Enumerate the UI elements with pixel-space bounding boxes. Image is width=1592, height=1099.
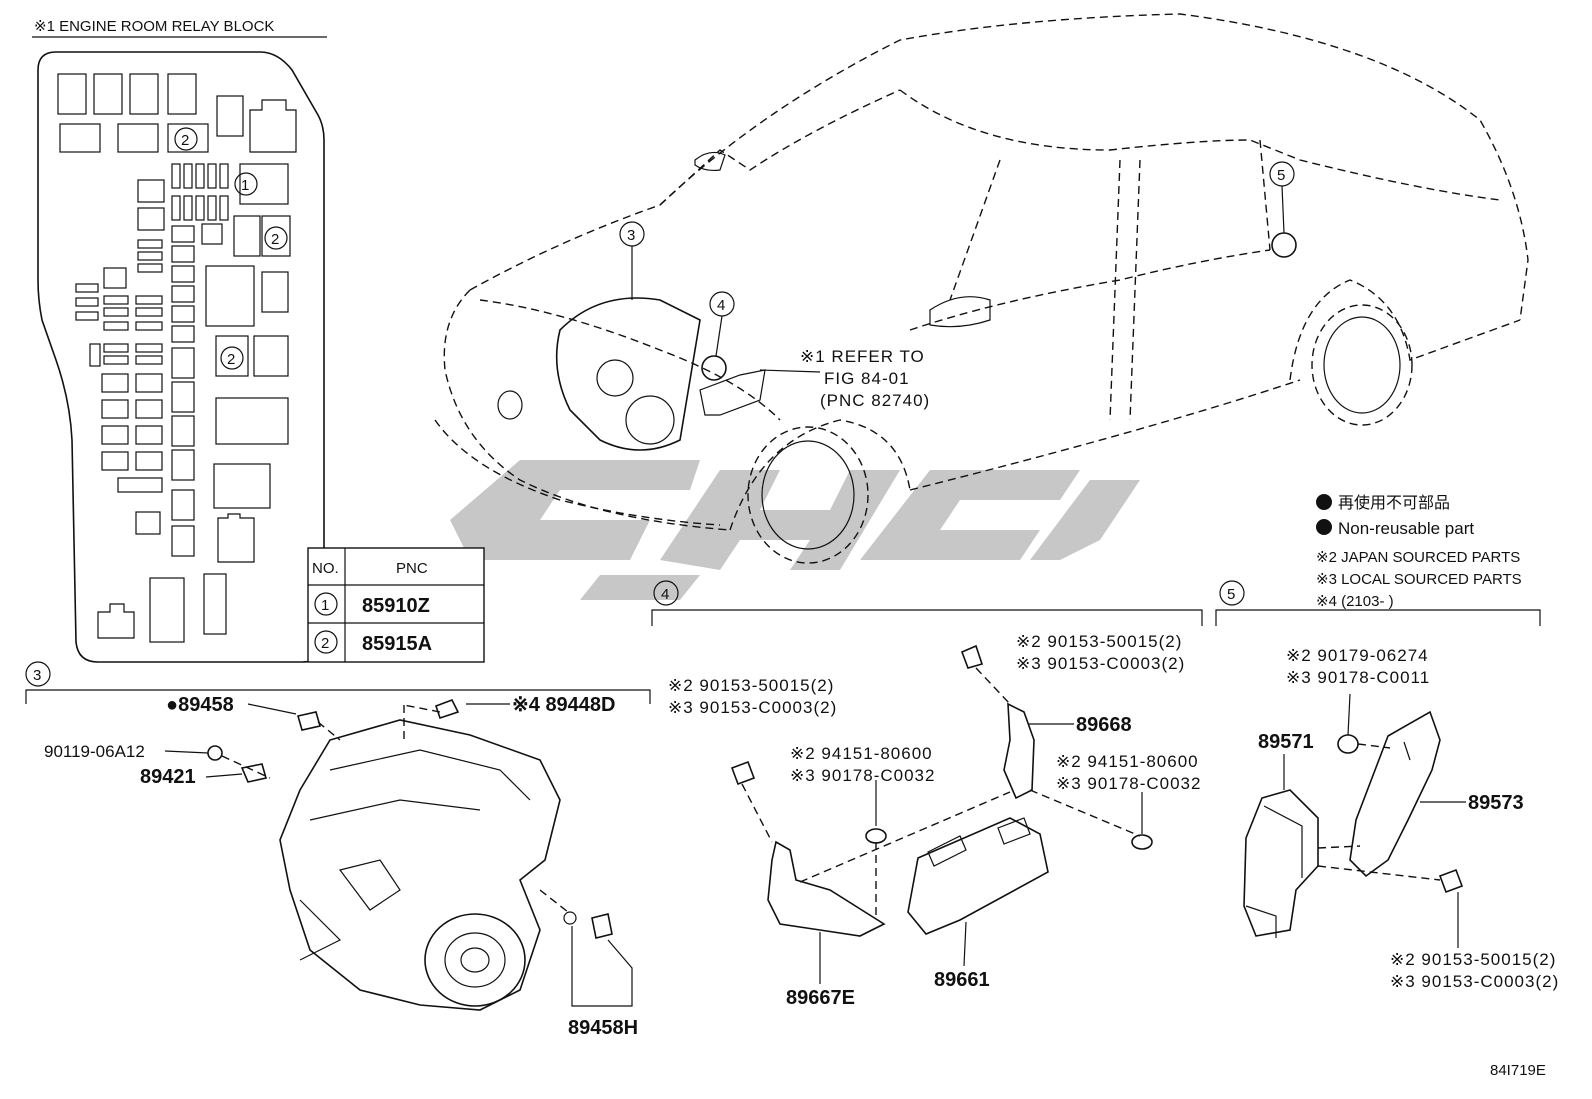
pnc-table-row2-pnc: 85915A: [362, 633, 432, 655]
bolt-left-label-2: ※2 90153-50015(2): [668, 676, 834, 695]
pnc-table-row2-no: 2: [321, 635, 329, 652]
pnc-table-row1-pnc: 85910Z: [362, 595, 430, 617]
part-89571-label: 89571: [1258, 731, 1314, 753]
section-5: 5 ※2 90179-06274 ※3 90178-C0011 89571 89…: [1215, 580, 1559, 991]
relay-block-section: ※1 ENGINE ROOM RELAY BLOCK: [32, 18, 327, 663]
nut-left-label-3: ※3 90178-C0032: [790, 766, 935, 785]
svg-text:2: 2: [181, 132, 189, 149]
non-reusable-dot-icon: [1316, 519, 1332, 535]
part-90119-label: 90119-06A12: [44, 742, 145, 761]
car-callout-4: 4: [709, 291, 735, 317]
watermark-logo: [450, 460, 1140, 600]
relay-block-title: ※1 ENGINE ROOM RELAY BLOCK: [34, 18, 274, 35]
ecu-89661: [907, 817, 1049, 935]
part-89661-label: 89661: [934, 969, 990, 991]
nut-top-label-3: ※3 90178-C0011: [1286, 668, 1430, 687]
svg-text:3: 3: [627, 227, 635, 244]
section-4-number: 4: [661, 586, 669, 603]
non-reusable-dot-icon: [1316, 494, 1332, 510]
relay-marker-2c: 2: [220, 346, 244, 370]
bracket-89667e: [767, 840, 886, 937]
bolt-top-label-3: ※3 90153-C0003(2): [1016, 654, 1185, 673]
nut-right: [1131, 834, 1153, 850]
car-illustration: 3 4 5 ※1 REFER TO FIG 84-01 (PNC 82740): [434, 13, 1529, 564]
nut-right-label-3: ※3 90178-C0032: [1056, 774, 1201, 793]
bolt-90119: [207, 745, 223, 761]
part-89448d-label: ※4 89448D: [512, 694, 616, 716]
nut-left-label-2: ※2 94151-80600: [790, 744, 933, 763]
svg-text:5: 5: [1277, 167, 1285, 184]
section-4: 4 ※2 90153-50015(2) ※3 90153-C0003(2) ※2…: [651, 580, 1203, 1009]
part-89458-label: ●89458: [166, 694, 234, 716]
bolt-top-label-2: ※2 90153-50015(2): [1016, 632, 1182, 651]
legend-note-3: ※3 LOCAL SOURCED PARTS: [1316, 571, 1522, 588]
section-3-number: 3: [33, 667, 41, 684]
svg-text:2: 2: [227, 351, 235, 368]
legend-en: Non-reusable part: [1338, 519, 1474, 538]
refer-note-line2: FIG 84-01: [824, 369, 910, 388]
bolt-90153: [1438, 868, 1464, 894]
part-89458h-label: 89458H: [568, 1017, 638, 1039]
svg-text:2: 2: [271, 231, 279, 248]
bracket-89573: [1349, 710, 1441, 878]
bolt-bottom-label-3: ※3 90153-C0003(2): [1390, 972, 1559, 991]
bolt-left: [730, 760, 756, 786]
nut-top-label-2: ※2 90179-06274: [1286, 646, 1429, 665]
car-callout-3: 3: [619, 221, 645, 247]
legend-note-4: ※4 (2103- ): [1316, 593, 1394, 610]
sensor-89448d: [434, 698, 460, 720]
nut-left: [865, 828, 887, 844]
section-3: 3 ●89458 ※4 89448D 90119-06A12 89421: [25, 661, 651, 1039]
pnc-table-row1-no: 1: [321, 597, 329, 614]
nut-right-label-2: ※2 94151-80600: [1056, 752, 1199, 771]
car-callout-5: 5: [1269, 161, 1295, 187]
module-89571: [1243, 789, 1319, 937]
bolt-left-label-3: ※3 90153-C0003(2): [668, 698, 837, 717]
part-89573-label: 89573: [1468, 792, 1524, 814]
bracket-89668: [1003, 702, 1035, 800]
refer-note-line1: ※1 REFER TO: [800, 347, 925, 366]
refer-note-line3: (PNC 82740): [820, 391, 930, 410]
relay-marker-2a: 2: [174, 127, 198, 151]
pnc-table-header-no: NO.: [312, 560, 339, 577]
figure-code: 84I719E: [1490, 1062, 1546, 1079]
svg-text:4: 4: [717, 297, 725, 314]
legend-jp: 再使用不可部品: [1338, 493, 1450, 512]
part-89668-label: 89668: [1076, 714, 1132, 736]
section-5-number: 5: [1227, 586, 1235, 603]
legend-note-2: ※2 JAPAN SOURCED PARTS: [1316, 549, 1520, 566]
sensor-89458h: [591, 913, 613, 939]
bolt-bottom-label-2: ※2 90153-50015(2): [1390, 950, 1556, 969]
pnc-table-header-pnc: PNC: [396, 560, 428, 577]
legend: 再使用不可部品 Non-reusable part ※2 JAPAN SOURC…: [1316, 493, 1522, 610]
part-89667e-label: 89667E: [786, 987, 855, 1009]
svg-text:1: 1: [241, 177, 249, 194]
pnc-table: NO. PNC 1 85910Z 2 85915A: [307, 547, 485, 663]
nut-90179: [1337, 734, 1359, 754]
bolt-top: [960, 644, 984, 669]
sensor-89458: [296, 711, 322, 731]
part-89421-label: 89421: [140, 766, 196, 788]
relay-marker-2b: 2: [264, 226, 288, 250]
sensor-89421: [240, 763, 268, 783]
relay-marker-1: 1: [234, 172, 258, 196]
engine-assembly: [279, 719, 561, 1011]
